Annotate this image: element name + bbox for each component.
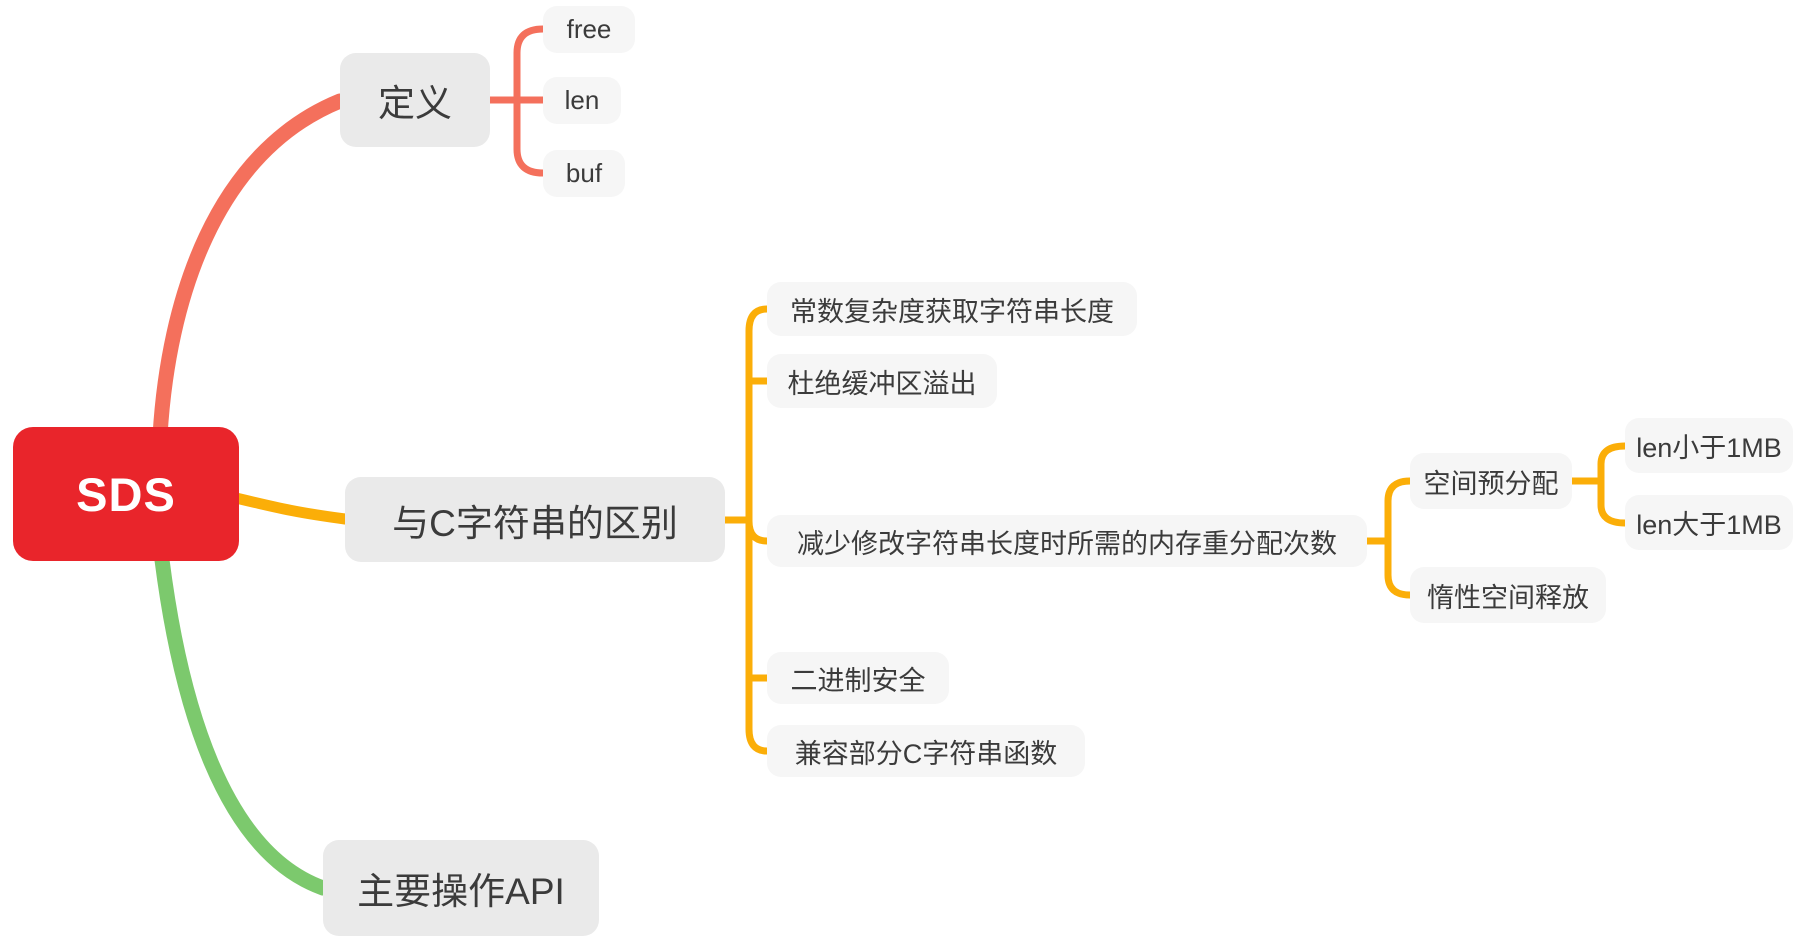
node-root-sds[interactable]: SDS [13,427,239,561]
connector-root-to-api [154,552,331,896]
node-no-buffer-overflow[interactable]: 杜绝缓冲区溢出 [767,354,997,408]
node-constant-time-length[interactable]: 常数复杂度获取字符串长度 [767,282,1137,336]
connector-prealloc-children-spine [1597,442,1629,527]
connector-stub-realloc [745,517,771,545]
node-lazy-space-release[interactable]: 惰性空间释放 [1410,567,1606,623]
connector-root-to-differences [230,492,351,525]
node-space-preallocation[interactable]: 空间预分配 [1410,453,1572,509]
node-binary-safe[interactable]: 二进制安全 [767,652,949,704]
node-free-field[interactable]: free [543,6,635,53]
node-reduce-realloc-count[interactable]: 减少修改字符串长度时所需的内存重分配次数 [767,515,1367,567]
node-definition[interactable]: 定义 [340,53,490,147]
connector-root-to-definition [152,93,348,444]
node-len-greater-than-1mb[interactable]: len大于1MB [1625,495,1793,550]
node-buf-field[interactable]: buf [543,150,625,197]
node-main-operation-api[interactable]: 主要操作API [323,840,599,936]
connector-definition-children-spine [513,25,547,177]
connector-realloc-children-spine [1384,477,1414,599]
node-len-less-than-1mb[interactable]: len小于1MB [1625,418,1793,473]
node-compatible-c-string-functions[interactable]: 兼容部分C字符串函数 [767,725,1085,777]
node-len-field[interactable]: len [543,77,621,124]
node-differences-from-c-string[interactable]: 与C字符串的区别 [345,477,725,562]
